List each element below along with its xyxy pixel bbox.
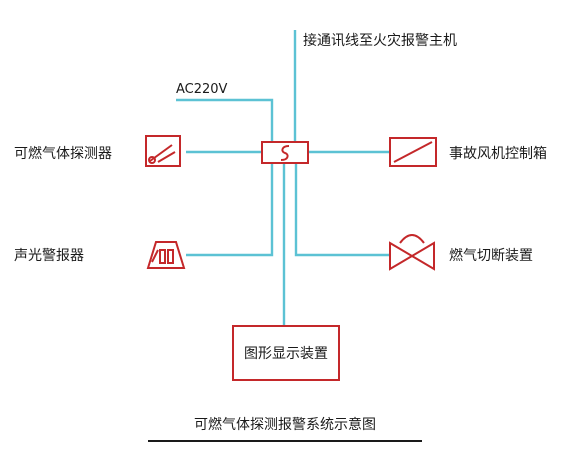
fan-box-icon	[389, 137, 437, 167]
power-label: AC220V	[176, 82, 228, 97]
controller-module	[261, 141, 309, 164]
wiring	[176, 30, 390, 326]
gas-cutoff-wire	[294, 163, 390, 257]
power-wire	[176, 98, 274, 142]
diagram-title: 可燃气体探测报警系统示意图	[194, 416, 376, 433]
display-label: 图形显示装置	[244, 346, 328, 362]
gas-cutoff-label: 燃气切断装置	[449, 247, 533, 264]
sound-light-alarm	[146, 241, 186, 269]
fan-control-box	[389, 137, 437, 167]
fan-box-label: 事故风机控制箱	[449, 146, 547, 162]
comm-line-label: 接通讯线至火灾报警主机	[303, 32, 457, 49]
gas-detector-icon	[145, 135, 181, 167]
alarm-icon	[146, 241, 186, 269]
alarm-wire	[186, 163, 274, 257]
gas-cutoff-valve	[389, 234, 435, 271]
display-device-box	[232, 325, 340, 381]
controller-box	[261, 141, 309, 164]
detector-label: 可燃气体探测器	[14, 145, 112, 162]
gas-detector	[145, 135, 181, 167]
alarm-label: 声光警报器	[14, 248, 84, 264]
gas-valve-icon	[389, 241, 414, 271]
controller-symbol	[280, 145, 290, 161]
